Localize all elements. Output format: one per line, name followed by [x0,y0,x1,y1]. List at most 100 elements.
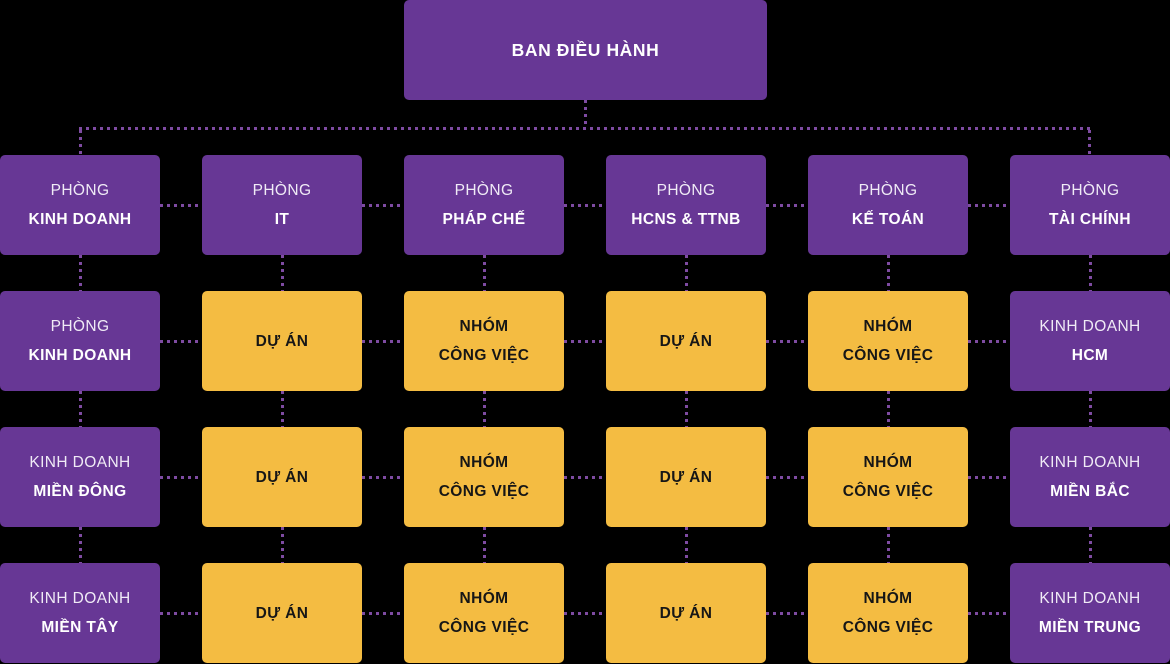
node-label: NHÓM [459,318,509,335]
connector-line [1089,527,1092,563]
connector-line [160,476,202,479]
node-nhom-cong-viec: NHÓM CÔNG VIỆC [808,291,968,391]
node-label: CÔNG VIỆC [438,483,530,500]
node-phong-hcns-ttnb: PHÒNG HCNS & TTNB [606,155,766,255]
node-label: DỰ ÁN [659,604,713,622]
node-label: KINH DOANH [28,211,132,228]
connector-line [766,612,808,615]
node-nhom-cong-viec: NHÓM CÔNG VIỆC [404,427,564,527]
node-label: MIỀN BẮC [1050,483,1130,500]
node-label: MIỀN ĐÔNG [33,483,127,500]
connector-line [564,340,606,343]
node-label: PHÒNG [50,182,110,199]
connector-line [483,255,486,291]
node-label: DỰ ÁN [255,332,309,350]
connector-line [887,391,890,427]
node-label: KINH DOANH [29,590,131,607]
connector-line [160,204,202,207]
node-phong-it: PHÒNG IT [202,155,362,255]
node-label: MIỀN TRUNG [1038,619,1142,636]
connector-line [281,391,284,427]
connector-line [887,527,890,563]
connector-line [79,130,82,155]
node-ban-dieu-hanh: BAN ĐIỀU HÀNH [404,0,767,100]
node-label: TÀI CHÍNH [1049,211,1131,228]
node-du-an: DỰ ÁN [606,291,766,391]
connector-line [685,255,688,291]
connector-line [281,255,284,291]
node-label: KẾ TOÁN [851,211,925,228]
node-phong-phap-che: PHÒNG PHÁP CHẾ [404,155,564,255]
connector-line [79,127,1091,130]
node-du-an: DỰ ÁN [202,291,362,391]
node-label: HCM [1071,347,1109,364]
node-nhom-cong-viec: NHÓM CÔNG VIỆC [404,291,564,391]
node-nhom-cong-viec: NHÓM CÔNG VIỆC [808,427,968,527]
node-label: CÔNG VIỆC [842,483,934,500]
node-phong-kinh-doanh-2: PHÒNG KINH DOANH [0,291,160,391]
node-label: HCNS & TTNB [631,211,741,228]
node-phong-kinh-doanh: PHÒNG KINH DOANH [0,155,160,255]
node-label: PHÒNG [454,182,514,199]
connector-line [564,476,606,479]
connector-line [564,612,606,615]
connector-line [766,476,808,479]
connector-line [483,391,486,427]
connector-line [685,527,688,563]
connector-line [79,391,82,427]
connector-line [766,340,808,343]
node-label: NHÓM [459,590,509,607]
node-label: DỰ ÁN [255,604,309,622]
connector-line [968,340,1010,343]
connector-line [968,204,1010,207]
connector-line [483,527,486,563]
connector-line [160,340,202,343]
node-nhom-cong-viec: NHÓM CÔNG VIỆC [404,563,564,663]
node-label: DỰ ÁN [255,468,309,486]
node-label: KINH DOANH [1039,318,1141,335]
node-kinh-doanh-mien-bac: KINH DOANH MIỀN BẮC [1010,427,1170,527]
node-label: IT [274,211,290,228]
connector-line [362,476,404,479]
node-label: PHÒNG [858,182,918,199]
node-label: NHÓM [863,318,913,335]
node-label: CÔNG VIỆC [438,347,530,364]
connector-line [968,476,1010,479]
connector-line [685,391,688,427]
node-du-an: DỰ ÁN [202,563,362,663]
node-label: NHÓM [863,590,913,607]
node-label: PHÒNG [50,318,110,335]
connector-line [160,612,202,615]
node-label: CÔNG VIỆC [438,619,530,636]
node-label: KINH DOANH [29,454,131,471]
node-label: KINH DOANH [1039,590,1141,607]
node-phong-tai-chinh: PHÒNG TÀI CHÍNH [1010,155,1170,255]
node-label: CÔNG VIỆC [842,347,934,364]
connector-line [79,527,82,563]
connector-line [1089,391,1092,427]
node-label: PHÁP CHẾ [442,211,526,228]
node-label: PHÒNG [656,182,716,199]
node-label: DỰ ÁN [659,332,713,350]
connector-line [968,612,1010,615]
node-kinh-doanh-mien-dong: KINH DOANH MIỀN ĐÔNG [0,427,160,527]
connector-line [766,204,808,207]
connector-line [1089,255,1092,291]
connector-line [887,255,890,291]
node-nhom-cong-viec: NHÓM CÔNG VIỆC [808,563,968,663]
connector-line [584,100,587,127]
node-phong-ke-toan: PHÒNG KẾ TOÁN [808,155,968,255]
connector-line [362,340,404,343]
node-label: CÔNG VIỆC [842,619,934,636]
node-label: BAN ĐIỀU HÀNH [511,39,660,60]
connector-line [564,204,606,207]
node-label: DỰ ÁN [659,468,713,486]
node-du-an: DỰ ÁN [606,427,766,527]
node-label: PHÒNG [1060,182,1120,199]
node-du-an: DỰ ÁN [606,563,766,663]
connector-line [281,527,284,563]
connector-line [362,612,404,615]
node-kinh-doanh-hcm: KINH DOANH HCM [1010,291,1170,391]
node-label: KINH DOANH [1039,454,1141,471]
